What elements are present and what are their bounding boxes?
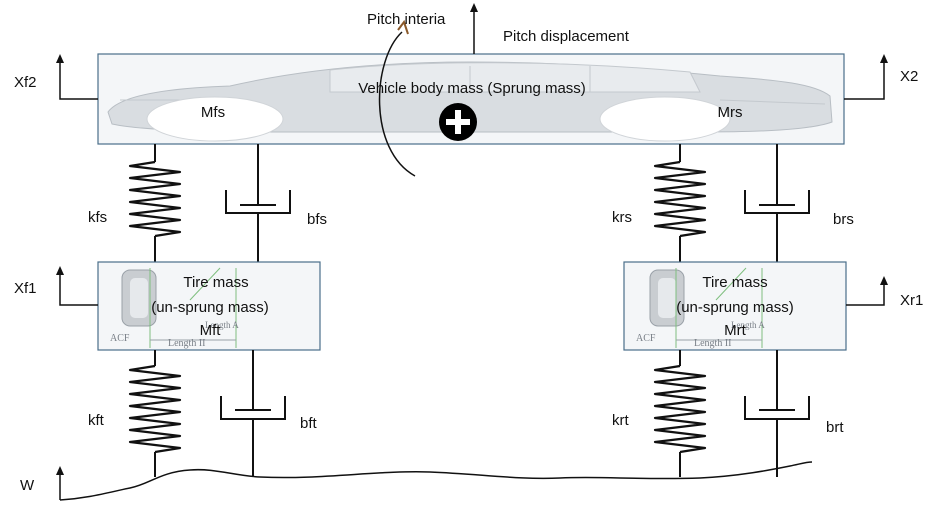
rear-tire-mass: ACF Length II Length A Tire mass (un-spr… xyxy=(623,261,847,351)
front-upper-spring-label: kfs xyxy=(88,209,107,226)
rear-upper-spring xyxy=(653,144,707,262)
front-upper-damper xyxy=(225,144,291,262)
front-lower-damper-label: bft xyxy=(300,415,318,432)
front-body-displacement-label: Xf2 xyxy=(14,74,37,91)
front-tire-mass-line1: Tire mass xyxy=(183,274,248,291)
vehicle-body-mass-label: Vehicle body mass (Sprung mass) xyxy=(358,80,586,97)
rear-tire-thumbnail-image: ACF Length II Length A xyxy=(636,267,765,349)
front-thumb-length-text: Length II xyxy=(168,338,206,349)
front-lower-spring xyxy=(128,350,182,477)
pitch-displacement-label: Pitch displacement xyxy=(503,28,630,45)
rear-tire-mass-line1: Tire mass xyxy=(702,274,767,291)
vehicle-body: Mfs Mrs Vehicle body mass (Sprung mass) xyxy=(97,53,845,145)
rear-lower-damper-label: brt xyxy=(826,419,844,436)
rear-thumb-length-text: Length II xyxy=(694,338,732,349)
rear-upper-spring-label: krs xyxy=(612,209,632,226)
front-tire-mass-line2: (un-sprung mass) xyxy=(151,299,269,316)
rear-wheel-ellipse xyxy=(599,96,731,142)
front-thumb-length-a-text: Length A xyxy=(205,320,239,330)
front-tire-displacement-arrow xyxy=(56,266,98,306)
rear-tire-mass-label: Mrt xyxy=(724,322,746,339)
front-body-displacement-arrow xyxy=(56,54,98,100)
front-sprung-mass-label: Mfs xyxy=(201,104,225,121)
front-tire-thumbnail-image: ACF Length II Length A xyxy=(110,267,239,349)
rear-lower-spring xyxy=(653,350,707,477)
pitch-inertia-arrow xyxy=(378,19,416,177)
front-tire-mass-label: Mft xyxy=(200,322,222,339)
pitch-displacement-arrow xyxy=(470,3,478,54)
rear-lower-spring-label: krt xyxy=(612,412,629,429)
front-lower-spring-label: kft xyxy=(88,412,105,429)
road-profile xyxy=(59,461,813,501)
pitch-inertia-label: Pitch interia xyxy=(367,11,446,28)
rear-lower-damper xyxy=(744,350,810,477)
front-tire-mass: ACF Length II Length A Tire mass (un-spr… xyxy=(97,261,321,351)
front-wheel-ellipse xyxy=(146,96,284,142)
rear-tire-displacement-arrow xyxy=(846,276,888,306)
road-input-arrow xyxy=(56,466,64,500)
rear-upper-damper-label: brs xyxy=(833,211,854,228)
center-of-gravity-icon xyxy=(439,103,477,141)
rear-body-displacement-arrow xyxy=(844,54,888,100)
rear-body-displacement-label: X2 xyxy=(900,68,918,85)
front-tire-displacement-label: Xf1 xyxy=(14,280,37,297)
rear-sprung-mass-label: Mrs xyxy=(718,104,743,121)
rear-thumb-acf-text: ACF xyxy=(636,333,656,344)
rear-thumb-length-a-text: Length A xyxy=(731,320,765,330)
front-upper-damper-label: bfs xyxy=(307,211,327,228)
front-upper-spring xyxy=(128,144,182,262)
rear-tire-mass-line2: (un-sprung mass) xyxy=(676,299,794,316)
rear-upper-damper xyxy=(744,144,810,262)
front-thumb-acf-text: ACF xyxy=(110,333,130,344)
rear-tire-displacement-label: Xr1 xyxy=(900,292,923,309)
front-lower-damper xyxy=(220,350,286,477)
road-input-label: W xyxy=(20,477,35,494)
